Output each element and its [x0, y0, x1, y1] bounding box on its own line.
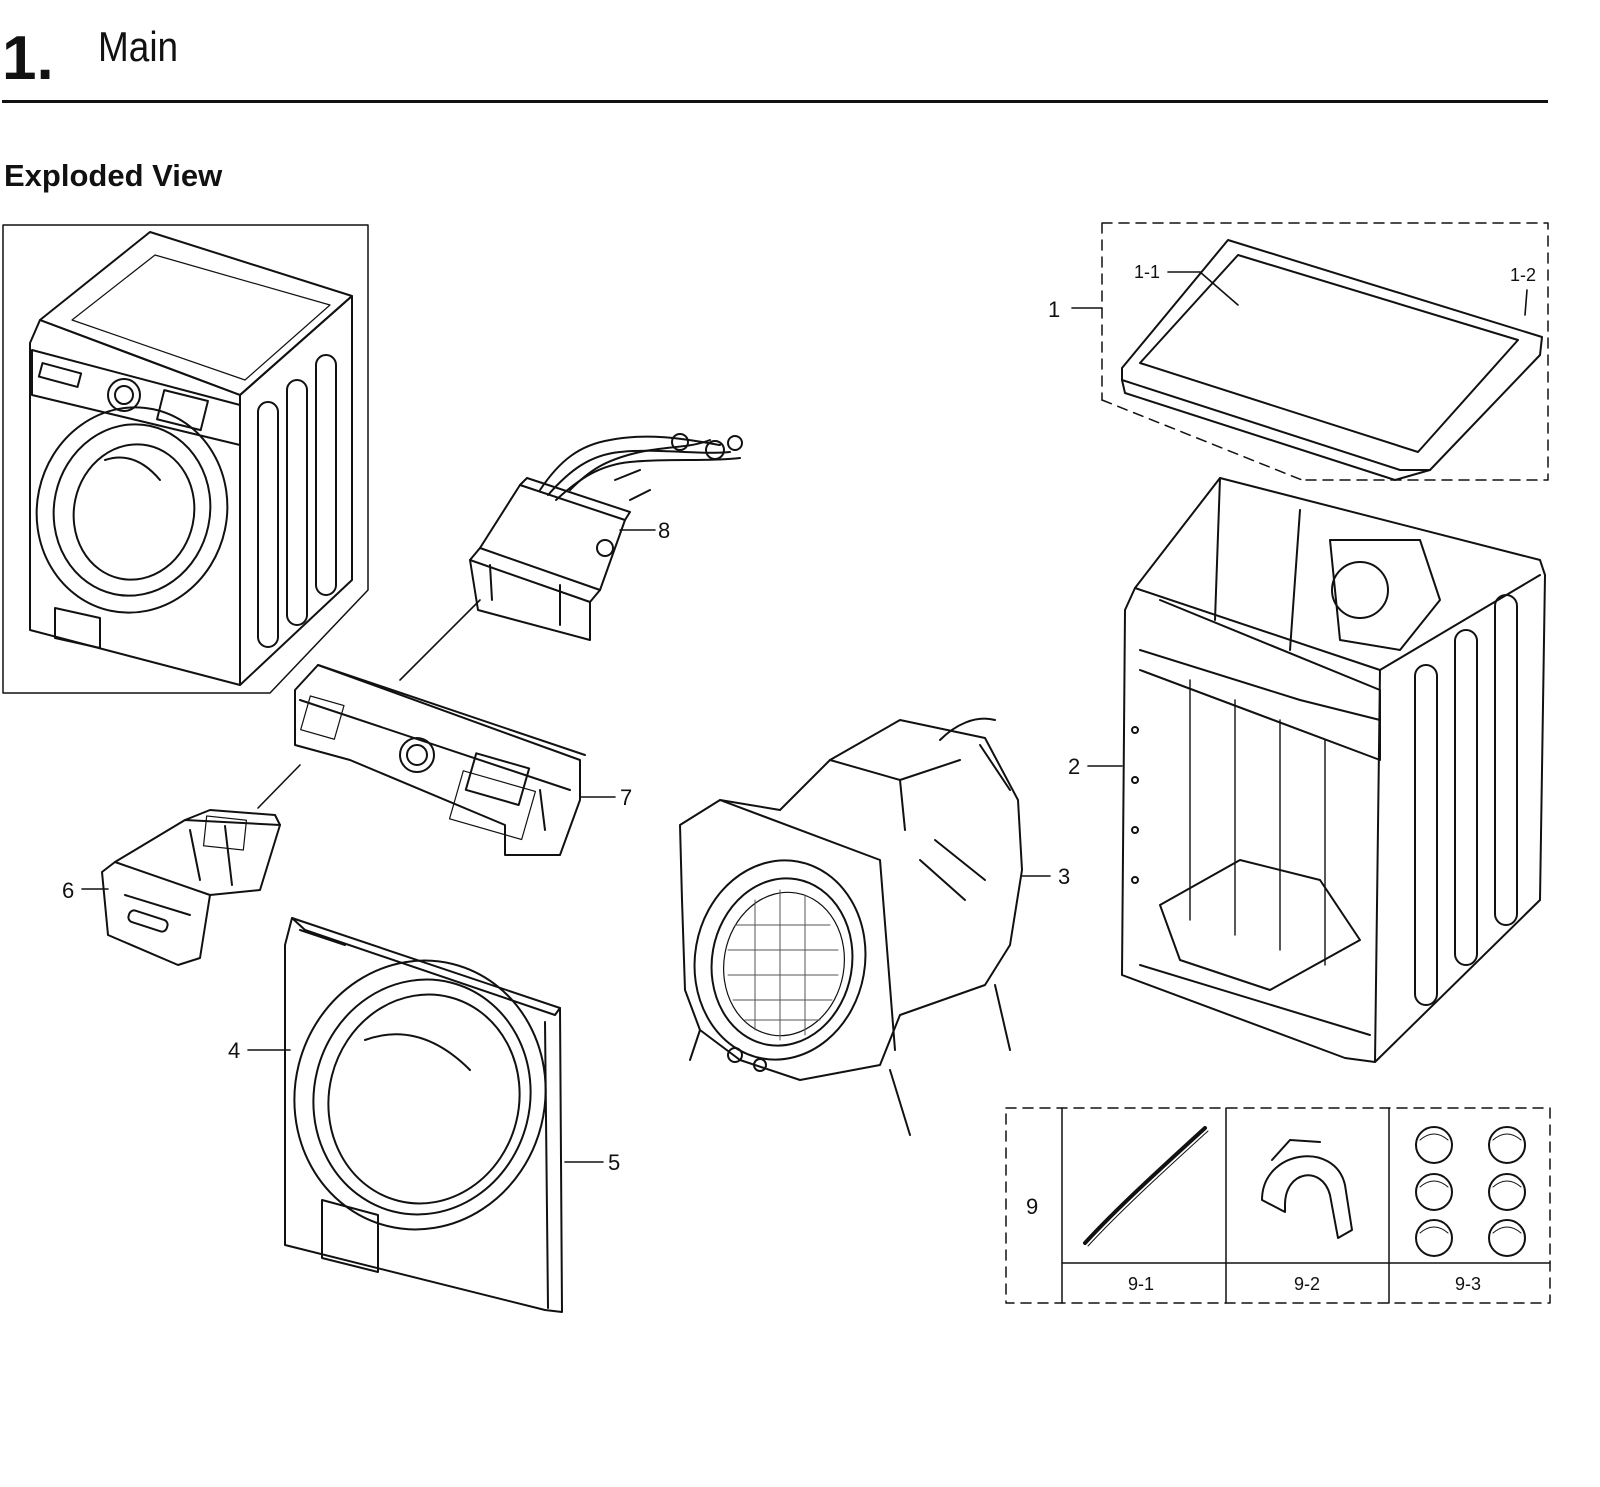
- callout-9-1: 9-1: [1128, 1274, 1154, 1294]
- callout-1: 1: [1048, 297, 1060, 322]
- callout-1-2: 1-2: [1510, 265, 1536, 285]
- part-2-cabinet: [1121, 477, 1546, 1063]
- part-1-top-cover: [1101, 222, 1549, 481]
- callout-3: 3: [1058, 864, 1070, 889]
- section-title: Main: [98, 23, 179, 70]
- callout-1-1: 1-1: [1134, 262, 1160, 282]
- callout-5: 5: [608, 1150, 620, 1175]
- part-9-accessories: [1005, 1107, 1551, 1304]
- part-4-5-front-panel: [284, 917, 563, 1313]
- callout-2: 2: [1068, 754, 1080, 779]
- callout-8: 8: [658, 518, 670, 543]
- washer-overview-illustration: [2, 224, 369, 694]
- section-number: 1.: [2, 24, 54, 93]
- callout-9-2: 9-2: [1294, 1274, 1320, 1294]
- callout-6: 6: [62, 878, 74, 903]
- leader-lines: [81, 271, 1528, 1163]
- callout-7: 7: [620, 785, 632, 810]
- part-6-detergent-drawer: [101, 809, 281, 966]
- callout-9: 9: [1026, 1194, 1038, 1219]
- exploded-view-heading: Exploded View: [4, 158, 223, 193]
- part-8-wire-harness: [469, 433, 743, 641]
- part-3-tub-assembly: [679, 717, 1023, 1136]
- title-rule: [2, 100, 1548, 103]
- part-7-control-panel: [294, 664, 586, 856]
- callout-4: 4: [228, 1038, 240, 1063]
- callout-9-3: 9-3: [1455, 1274, 1481, 1294]
